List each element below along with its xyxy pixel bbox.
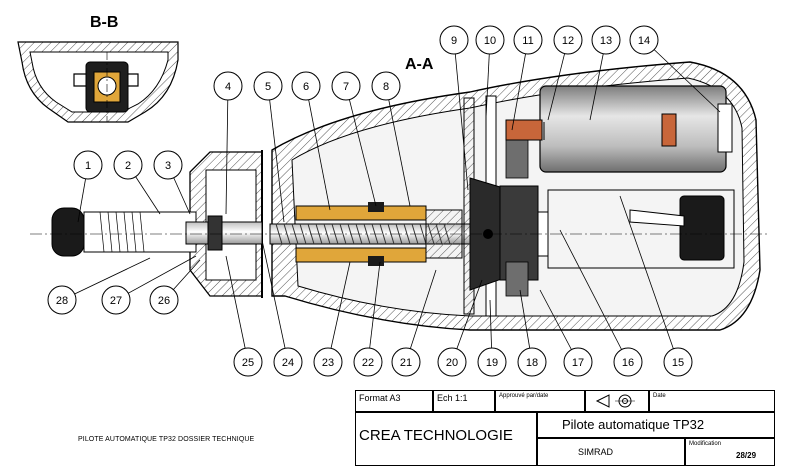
callout-balloon-8 — [371, 71, 401, 101]
leader-line-20 — [451, 279, 483, 363]
approved-cell: Approuvé par/date — [495, 390, 585, 412]
callout-number-24: 24 — [282, 357, 294, 369]
callout-number-8: 8 — [383, 81, 389, 93]
callout-number-11: 11 — [522, 35, 533, 47]
callout-balloon-28 — [47, 285, 77, 315]
callout-number-22: 22 — [362, 357, 374, 369]
callout-balloon-18 — [517, 347, 547, 377]
footer-note: PILOTE AUTOMATIQUE TP32 DOSSIER TECHNIQU… — [78, 436, 255, 443]
callout-balloon-24 — [273, 347, 303, 377]
callout-balloon-11 — [513, 25, 543, 55]
leader-line-25 — [225, 255, 249, 363]
callout-number-26: 26 — [158, 295, 170, 307]
electric-motor — [505, 85, 733, 173]
callout-number-18: 18 — [526, 357, 538, 369]
callout-number-16: 16 — [622, 357, 634, 369]
title-block: Format A3 Ech 1:1 Approuvé par/date Date… — [355, 390, 775, 466]
callout-number-13: 13 — [600, 35, 612, 47]
leader-line-11 — [511, 39, 529, 131]
leader-line-8 — [385, 85, 411, 207]
callout-balloon-3 — [153, 150, 183, 180]
callout-balloon-26 — [149, 285, 179, 315]
callout-balloon-15 — [663, 347, 693, 377]
sheet-number: 28/29 — [736, 451, 757, 460]
callout-number-21: 21 — [400, 357, 412, 369]
callout-number-17: 17 — [572, 357, 584, 369]
callout-balloon-20 — [437, 347, 467, 377]
leader-line-5 — [267, 85, 285, 223]
callout-balloon-17 — [563, 347, 593, 377]
leader-line-15 — [619, 195, 679, 363]
leader-line-27 — [115, 255, 197, 301]
callout-number-15: 15 — [672, 357, 684, 369]
callout-number-2: 2 — [125, 160, 131, 172]
company-cell: CREA TECHNOLOGIE — [355, 412, 537, 466]
callout-balloon-4 — [213, 71, 243, 101]
modification-cell: Modification 28/29 — [685, 438, 775, 466]
leader-line-7 — [345, 85, 377, 207]
callout-balloon-23 — [313, 347, 343, 377]
callout-number-7: 7 — [343, 81, 349, 93]
callout-balloon-12 — [553, 25, 583, 55]
callout-balloon-7 — [331, 71, 361, 101]
callout-number-19: 19 — [486, 357, 498, 369]
callout-number-1: 1 — [85, 160, 91, 172]
callout-balloon-6 — [291, 71, 321, 101]
leader-line-23 — [327, 261, 351, 363]
modification-label: Modification — [689, 441, 722, 447]
callout-number-6: 6 — [303, 81, 309, 93]
date-cell: Date — [649, 390, 775, 412]
gear-train — [463, 95, 553, 317]
leader-line-24 — [261, 239, 289, 363]
callout-number-14: 14 — [638, 35, 650, 47]
callout-balloon-22 — [353, 347, 383, 377]
callout-number-27: 27 — [110, 295, 122, 307]
section-aa-label: A-A — [405, 56, 434, 73]
callout-number-10: 10 — [484, 35, 496, 47]
leader-line-6 — [305, 85, 331, 211]
section-bb-label: B-B — [90, 14, 119, 31]
callout-number-12: 12 — [562, 35, 574, 47]
leader-line-14 — [643, 39, 721, 113]
thrust-rod — [51, 207, 263, 257]
format-cell: Format A3 — [355, 390, 433, 412]
leader-line-28 — [61, 257, 151, 301]
callout-number-4: 4 — [225, 81, 231, 93]
callout-balloon-5 — [253, 71, 283, 101]
callout-balloon-2 — [113, 150, 143, 180]
projection-symbol — [585, 390, 649, 412]
callout-balloon-10 — [475, 25, 505, 55]
callout-number-28: 28 — [56, 295, 68, 307]
drawing-title: Pilote automatique TP32 — [537, 412, 775, 438]
callout-balloon-14 — [629, 25, 659, 55]
callout-number-5: 5 — [265, 81, 271, 93]
leader-line-9 — [453, 39, 469, 191]
section-bb-view — [17, 41, 179, 123]
callout-number-25: 25 — [242, 357, 254, 369]
callout-number-23: 23 — [322, 357, 334, 369]
callout-balloon-19 — [477, 347, 507, 377]
leader-line-22 — [367, 261, 381, 363]
brand-cell: SIMRAD — [537, 438, 685, 466]
callout-balloon-13 — [591, 25, 621, 55]
projection-icon — [595, 394, 635, 408]
scale-cell: Ech 1:1 — [433, 390, 495, 412]
leader-line-16 — [559, 229, 629, 363]
callout-number-20: 20 — [446, 357, 458, 369]
leader-line-4 — [225, 85, 229, 215]
callout-balloon-27 — [101, 285, 131, 315]
callout-balloon-25 — [233, 347, 263, 377]
callout-number-9: 9 — [451, 35, 457, 47]
callout-number-3: 3 — [165, 160, 171, 172]
callout-balloon-1 — [73, 150, 103, 180]
callout-balloon-9 — [439, 25, 469, 55]
leader-line-21 — [405, 269, 437, 363]
callout-balloon-21 — [391, 347, 421, 377]
callout-balloon-16 — [613, 347, 643, 377]
